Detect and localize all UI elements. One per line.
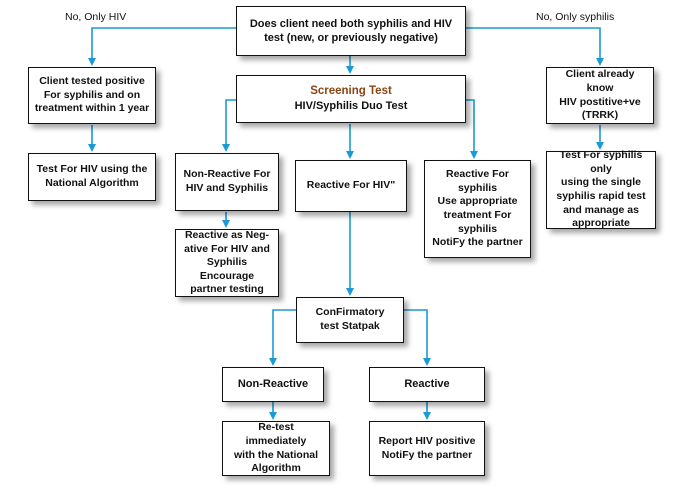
confirmatory-box: ConFirmatory test Statpak [296, 297, 404, 343]
confirmatory-line-1: ConFirmatory [315, 306, 385, 319]
conf-reactive-line-1: Reactive [404, 378, 450, 391]
confirmatory-line-2: test Statpak [320, 320, 380, 332]
arrow-decision-to-left [88, 27, 236, 66]
reactive-syphilis-line-1: Reactive For syphilis [445, 168, 510, 194]
arrow-decision-to-right [466, 27, 604, 66]
right-status-line-2: HIV postitive+ve [559, 95, 641, 108]
nonreactive-both-box: Non-Reactive For HIV and Syphilis [175, 153, 279, 211]
report-box: Report HIV positive NotiFy the partner [369, 421, 485, 476]
report-line-2: NotiFy the partner [381, 448, 473, 461]
right-test-line-3: syphilis rapid test [556, 190, 646, 202]
reactive-hiv-line-1: Reactive For HIV" [306, 179, 396, 192]
reactive-syphilis-line-3: treatment For [443, 209, 512, 221]
right-test-line-4: and manage as [563, 203, 639, 216]
negative-result-box: Reactive as Neg- ative For HIV and Syphi… [175, 229, 279, 297]
negative-result-line-3: Syphilis Encourage [199, 256, 255, 282]
nonreactive-both-line-1: Non-Reactive For [183, 168, 271, 181]
edge-label-only-syphilis: No, Only syphilis [536, 11, 615, 23]
negative-result-line-1: Reactive as Neg- [184, 228, 270, 241]
retest-line-3: Algorithm [251, 462, 301, 475]
right-test-line-2: using the single [561, 176, 641, 189]
screening-title: Screening Test [310, 85, 392, 98]
nonreactive-both-line-2: HIV and Syphilis [185, 182, 269, 194]
left-status-box: Client tested positive For syphilis and … [28, 67, 156, 124]
left-status-line-3: treatment within 1 year [34, 102, 150, 115]
reactive-hiv-box: Reactive For HIV" [295, 160, 407, 212]
decision-box: Does client need both syphilis and HIV t… [236, 6, 466, 56]
retest-line-2: with the National [234, 448, 318, 461]
retest-line-1: Re-test immediately [245, 421, 307, 447]
reactive-syphilis-box: Reactive For syphilis Use appropriate tr… [424, 160, 531, 258]
retest-box: Re-test immediately with the National Al… [222, 421, 330, 476]
report-line-1: Report HIV positive [378, 434, 476, 447]
right-status-box: Client already know HIV postitive+ve (TR… [546, 67, 654, 124]
negative-result-line-4: partner testing [190, 283, 264, 296]
conf-reactive-box: Reactive [369, 367, 485, 402]
conf-nonreactive-box: Non-Reactive [222, 367, 324, 402]
negative-result-line-2: ative For HIV and [184, 242, 270, 255]
left-test-box: Test For HIV using the National Algorith… [28, 153, 156, 201]
right-test-line-1: Test For syphilis only [559, 149, 643, 175]
edge-label-only-hiv: No, Only HIV [65, 11, 127, 23]
reactive-syphilis-line-5: NotiFy the partner [432, 236, 523, 249]
right-test-box: Test For syphilis only using the single … [546, 149, 656, 230]
decision-line-1: Does client need both syphilis and HIV [249, 17, 453, 30]
left-test-line-1: Test For HIV using the [36, 163, 148, 176]
reactive-syphilis-line-4: syphilis [457, 222, 498, 235]
right-status-line-1: Client already know [565, 68, 635, 94]
left-status-line-1: Client tested positive [39, 75, 145, 88]
conf-nonreactive-line-1: Non-Reactive [237, 378, 309, 391]
right-test-line-5: appropriate [572, 217, 630, 230]
decision-line-2: test (new, or previously negative) [264, 32, 438, 44]
arrow-confirmatory-to-reactive [404, 309, 431, 366]
screening-test-box: Screening Test HIV/Syphilis Duo Test [236, 75, 466, 123]
arrow-confirmatory-to-nonreactive [269, 309, 296, 366]
reactive-syphilis-line-2: Use appropriate [437, 195, 518, 208]
left-test-line-2: National Algorithm [45, 177, 139, 189]
right-status-line-3: (TRRK) [581, 109, 619, 122]
screening-subtitle: HIV/Syphilis Duo Test [294, 100, 408, 113]
left-status-line-2: For syphilis and on [43, 88, 141, 101]
